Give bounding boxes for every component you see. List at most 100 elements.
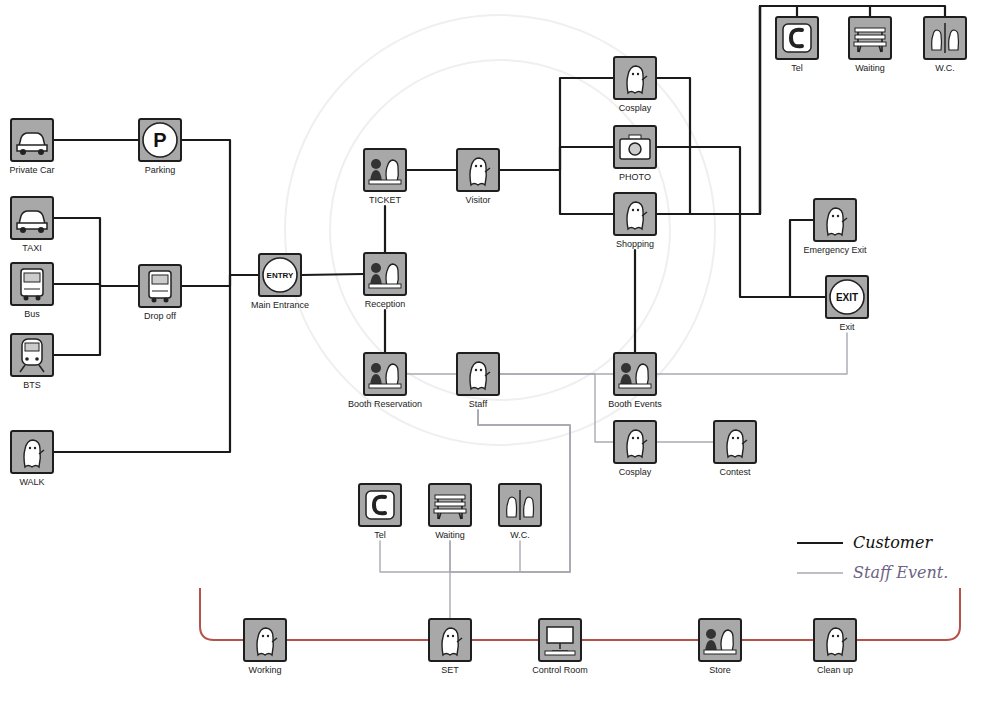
customer-path	[54, 139, 138, 141]
customer-path	[657, 6, 945, 214]
icon-node: P Parking	[137, 118, 183, 176]
pictogram	[12, 335, 52, 375]
node-label: PHOTO	[612, 172, 658, 183]
icon-node: Tel	[774, 16, 820, 74]
node-label: WALK	[9, 477, 55, 488]
watermark	[285, 15, 715, 445]
icon-node: WALK	[9, 430, 55, 488]
staff-track	[742, 639, 813, 641]
icon-node: Tel	[357, 483, 403, 541]
staff-track	[582, 639, 698, 641]
staff-path	[500, 374, 613, 442]
legend-sample	[795, 566, 845, 580]
icon-node: BTS	[9, 333, 55, 391]
icon-box	[10, 430, 54, 474]
customer-path	[634, 250, 636, 352]
customer-path	[790, 220, 825, 297]
icon-node: PHOTO	[612, 125, 658, 183]
icon-box	[698, 618, 742, 662]
icon-node: ENTRY Main Entrance	[250, 253, 311, 311]
customer-path	[302, 274, 363, 275]
node-label: TICKET	[362, 195, 408, 206]
icon-node: Shopping	[612, 192, 658, 250]
icon-box	[538, 618, 582, 662]
icon-box	[498, 483, 542, 527]
icon-text: EXIT	[836, 292, 858, 303]
pictogram	[615, 194, 655, 234]
icon-box	[138, 264, 182, 308]
node-label: BTS	[9, 380, 55, 391]
node-label: Parking	[137, 165, 183, 176]
node-label: SET	[427, 665, 473, 676]
icon-node: Booth Events	[607, 352, 663, 410]
staff-path	[657, 441, 713, 442]
icon-box	[243, 618, 287, 662]
icon-node: EXITExit	[824, 275, 870, 333]
icon-box	[363, 352, 407, 396]
icon-box: P	[138, 118, 182, 162]
node-label: Clean up	[812, 665, 858, 676]
pictogram	[615, 422, 655, 462]
icon-box	[363, 252, 407, 296]
node-label: Tel	[774, 63, 820, 74]
legend-line	[797, 572, 843, 574]
node-label: Waiting	[847, 63, 893, 74]
customer-path	[500, 147, 613, 170]
legend-line	[797, 542, 843, 544]
node-label: Shopping	[612, 239, 658, 250]
icon-box	[613, 125, 657, 169]
pictogram	[12, 120, 52, 160]
pictogram	[12, 198, 52, 238]
customer-path	[182, 275, 258, 286]
icon-node: Reception	[362, 252, 408, 310]
node-label: Working	[242, 665, 288, 676]
pictogram	[245, 620, 285, 660]
icon-box: ENTRY	[258, 253, 302, 297]
icon-node: Clean up	[812, 618, 858, 676]
node-label: Main Entrance	[250, 300, 311, 311]
customer-path	[54, 286, 138, 355]
icon-node: Cosplay	[612, 56, 658, 114]
icon-box	[456, 148, 500, 192]
customer-path	[500, 170, 613, 214]
icon-box	[613, 56, 657, 100]
pictogram	[500, 485, 540, 525]
node-label: W.C.	[497, 530, 543, 541]
pictogram	[700, 620, 740, 660]
legend-entry: Customer	[795, 533, 932, 552]
pictogram	[140, 266, 180, 306]
icon-node: Waiting	[427, 483, 473, 541]
icon-node: Waiting	[847, 16, 893, 74]
node-label: Visitor	[455, 195, 501, 206]
icon-node: Emergency Exit	[802, 198, 868, 256]
icon-box	[923, 16, 967, 60]
node-label: Cosplay	[612, 467, 658, 478]
legend-sample	[795, 536, 845, 550]
icon-node: Contest	[712, 420, 758, 478]
pictogram	[850, 18, 890, 58]
icon-node: Bus	[9, 262, 55, 320]
pictogram	[365, 254, 405, 294]
pictogram	[615, 127, 655, 167]
icon-box	[848, 16, 892, 60]
staff-track-end	[857, 588, 960, 640]
pictogram	[615, 354, 655, 394]
customer-path	[54, 275, 258, 452]
staff-track-end	[200, 588, 243, 640]
icon-node: Cosplay	[612, 420, 658, 478]
customer-path	[407, 169, 456, 171]
icon-box	[613, 352, 657, 396]
icon-node: TICKET	[362, 148, 408, 206]
icon-node: Working	[242, 618, 288, 676]
staff-path	[407, 373, 456, 374]
node-label: Private Car	[8, 165, 56, 176]
staff-path	[657, 333, 847, 374]
pictograms	[12, 18, 965, 660]
icon-box	[363, 148, 407, 192]
legend-text: Staff Event.	[853, 563, 948, 582]
icon-node: W.C.	[922, 16, 968, 74]
icon-box	[713, 420, 757, 464]
node-label: Booth Events	[607, 399, 663, 410]
icon-node: Staff	[455, 352, 501, 410]
pictogram	[365, 354, 405, 394]
